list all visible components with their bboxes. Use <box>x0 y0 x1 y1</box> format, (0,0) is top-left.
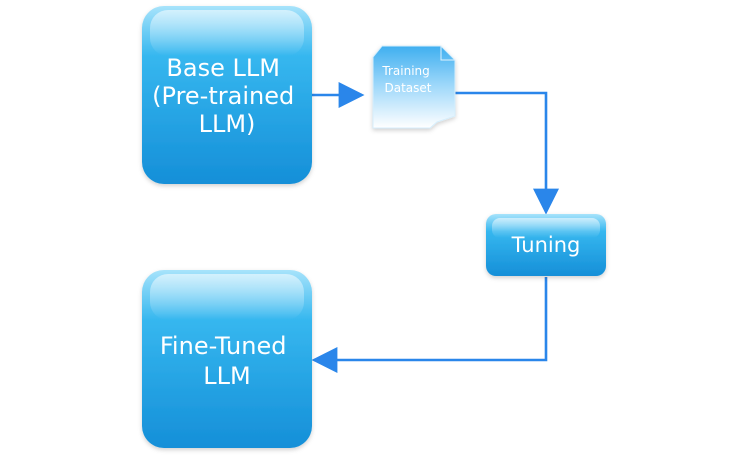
node-tuning: Tuning <box>486 214 606 276</box>
svg-text:Training Dataset: Training Dataset <box>381 64 433 95</box>
base-llm-label-line-3: LLM) <box>199 110 256 138</box>
edge-dataset-to-tuning <box>455 91 559 215</box>
training-dataset-label-line-1: Training <box>381 64 429 78</box>
edge-tuning-to-finetuned <box>311 277 548 373</box>
base-llm-label-line-2: (Pre-trained <box>152 82 294 110</box>
svg-text:Base LLM (Pre-trained: Base LLM (Pre-trained LLM) <box>152 54 302 138</box>
fine-tuned-label-line-2: LLM <box>203 362 250 390</box>
node-training-dataset: Training Dataset <box>372 45 456 129</box>
tuning-label: Tuning <box>511 233 581 257</box>
svg-text:Fine-Tuned LLM: Fine-Tuned LLM <box>160 332 294 390</box>
node-base-llm: Base LLM (Pre-trained LLM) <box>142 6 312 184</box>
node-fine-tuned-llm: Fine-Tuned LLM <box>142 270 312 448</box>
training-dataset-label-line-2: Dataset <box>385 81 432 95</box>
edges <box>311 82 559 373</box>
fine-tuned-label-line-1: Fine-Tuned <box>160 332 287 360</box>
base-llm-label-line-1: Base LLM <box>166 54 280 82</box>
